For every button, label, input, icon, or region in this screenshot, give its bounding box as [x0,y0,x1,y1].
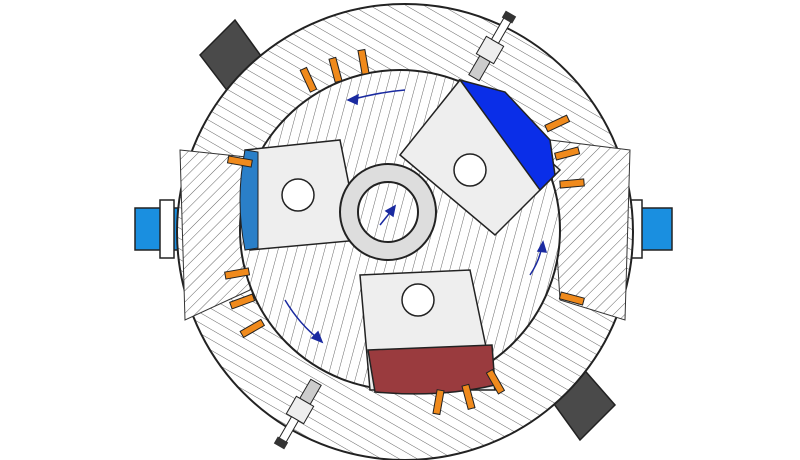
piston-top-right [398,78,562,237]
piston-left [239,139,361,251]
piston-bottom [359,269,496,395]
spark-plug-top [468,10,517,82]
rotation-arrow-icon [284,89,548,344]
spark-plug-bottom [273,378,322,450]
cooling-fins [224,48,585,416]
